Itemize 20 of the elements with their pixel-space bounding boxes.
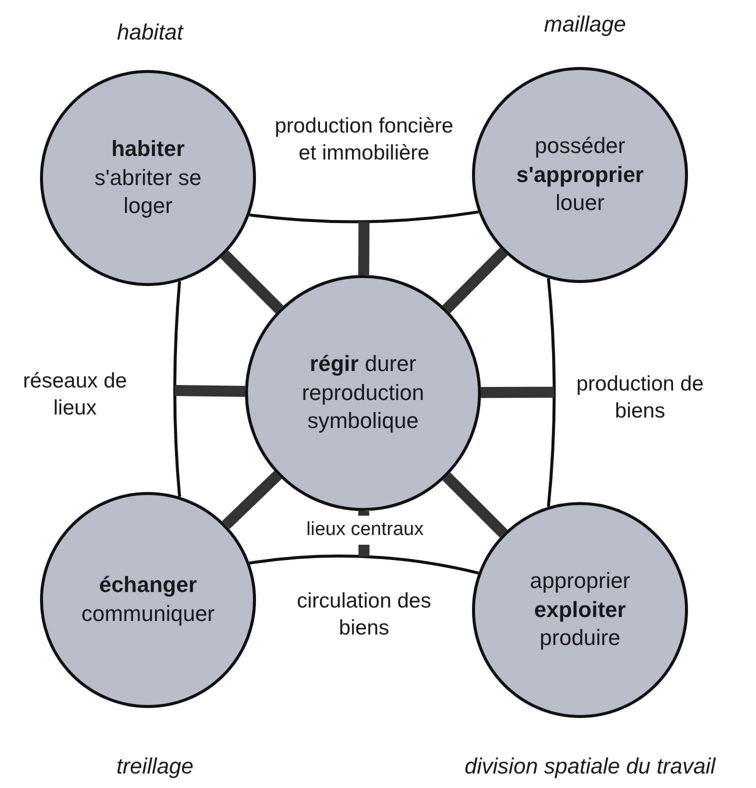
thick-bar (442, 472, 508, 538)
thick-bar (174, 385, 246, 397)
connector-line (173, 281, 182, 497)
node-text: échanger communiquer (80, 571, 216, 628)
node-caption: treillage (116, 752, 194, 780)
connector-line (249, 554, 479, 575)
thick-bar (222, 470, 282, 530)
thick-bar (442, 248, 508, 314)
node-text: posséder s'approprier louer (515, 132, 645, 218)
thick-bar (480, 386, 554, 398)
connector-line (249, 210, 479, 224)
connector-line (546, 278, 556, 507)
node-text: régir durer reproduction symbolique (300, 350, 426, 436)
node-caption: habitat (116, 18, 184, 46)
thick-bar (220, 250, 284, 314)
node-text: habiter s'abriter se loger (94, 135, 202, 220)
thick-bar (358, 222, 370, 276)
node-caption: division spatiale du travail (464, 752, 716, 780)
node-caption: maillage (544, 10, 626, 38)
node-text: approprier exploiter produire (528, 567, 632, 652)
